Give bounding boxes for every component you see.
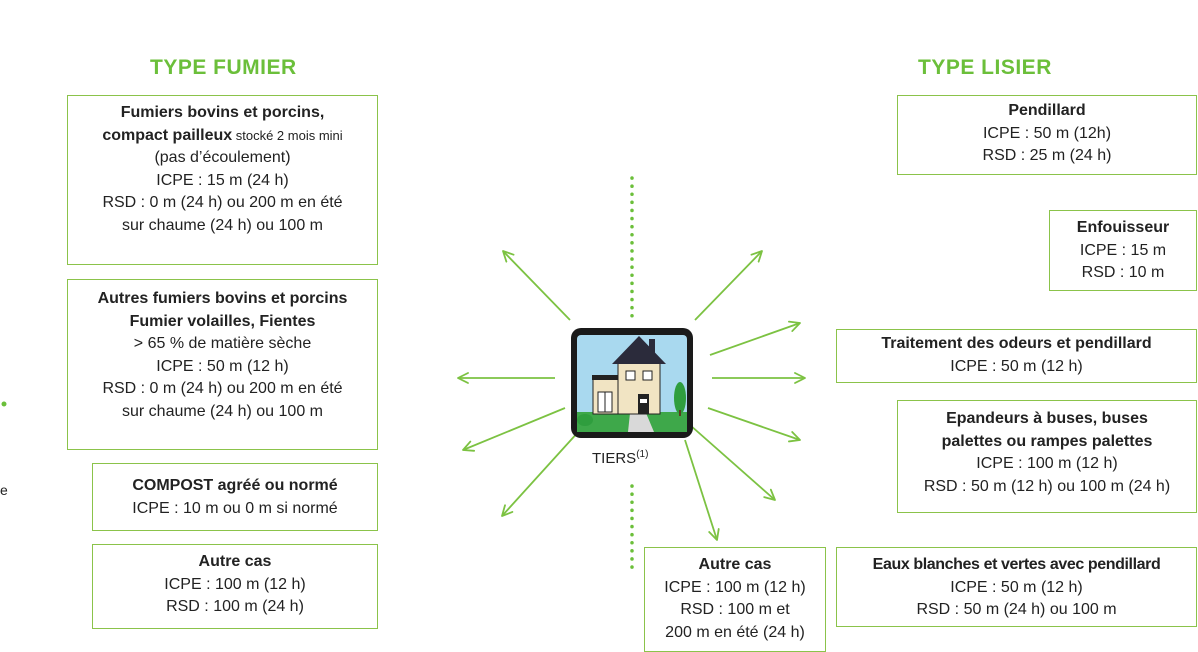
lisier-box1-line2: ICPE : 50 m (12h) — [982, 124, 1112, 142]
lisier-box4-title2: palettes ou rampes palettes — [941, 432, 1153, 450]
lisier-box2-line2: ICPE : 15 m — [1079, 241, 1167, 259]
fumier-box2-line6: sur chaume (24 h) ou 100 m — [122, 402, 323, 420]
fumier-box-compost: COMPOST agréé ou normé ICPE : 10 m ou 0 … — [92, 463, 378, 531]
lisier-box-enfouisseur: Enfouisseur ICPE : 15 m RSD : 10 m — [1049, 210, 1197, 291]
fumier-box-autres-fumiers: Autres fumiers bovins et porcins Fumier … — [67, 279, 378, 450]
heading-type-lisier: TYPE LISIER — [918, 56, 1052, 79]
arrow-right-upper — [709, 320, 801, 356]
lisier-box6-title: Autre cas — [698, 556, 772, 573]
fumier-box3-title: COMPOST agréé ou normé — [132, 477, 338, 494]
lisier-box6-line3: RSD : 100 m et — [680, 601, 790, 618]
arrow-down-left — [501, 429, 581, 517]
lisier-box4-line3: ICPE : 100 m (12 h) — [976, 455, 1118, 472]
fumier-box2-line5: RSD : 0 m (24 h) ou 200 m en été — [102, 380, 343, 397]
fumier-box1-line3: (pas d’écoulement) — [154, 149, 291, 166]
tiers-text: TIERS — [592, 450, 637, 467]
fumier-box1-title1: Fumiers bovins et porcins, — [120, 104, 325, 121]
fumier-box2-line4: ICPE : 50 m (12 h) — [156, 357, 289, 375]
arrow-down — [684, 439, 720, 541]
fumier-box1-line6: sur chaume (24 h) ou 100 m — [122, 216, 323, 234]
fumier-box1-line4: ICPE : 15 m (24 h) — [156, 171, 289, 189]
lisier-box1-title: Pendillard — [1008, 102, 1086, 119]
lisier-box-eaux-blanches: Eaux blanches et vertes avec pendillard … — [836, 547, 1197, 627]
arrow-down-left-mid — [462, 407, 566, 452]
lisier-box5-title: Eaux blanches et vertes avec pendillard — [872, 556, 1161, 573]
lisier-box2-line3: RSD : 10 m — [1081, 264, 1165, 281]
fumier-box-autre-cas: Autre cas ICPE : 100 m (12 h) RSD : 100 … — [92, 544, 378, 629]
fumier-box2-title2: Fumier volailles, Fientes — [129, 312, 316, 330]
heading-type-fumier: TYPE FUMIER — [150, 56, 297, 79]
fumier-box4-title: Autre cas — [198, 553, 272, 570]
fumier-box2-title1: Autres fumiers bovins et porcins — [97, 290, 348, 307]
edge-dot — [1, 401, 7, 407]
fumier-box1-line5: RSD : 0 m (24 h) ou 200 m en été — [102, 194, 343, 211]
lisier-box6-line4: 200 m en été (24 h) — [665, 623, 805, 641]
edge-text-fragment: e — [0, 482, 8, 498]
arrow-up-right — [694, 250, 763, 321]
house-icon — [571, 328, 693, 438]
tiers-footnote: (1) — [636, 449, 649, 460]
lisier-box4-title1: Epandeurs à buses, buses — [946, 410, 1148, 427]
lisier-box2-title: Enfouisseur — [1076, 219, 1170, 236]
lisier-box3-title: Traitement des odeurs et pendillard — [881, 335, 1152, 352]
lisier-box-pendillard: Pendillard ICPE : 50 m (12h) RSD : 25 m … — [897, 95, 1197, 175]
lisier-box-epandeurs: Epandeurs à buses, buses palettes ou ram… — [897, 400, 1197, 513]
fumier-box4-line2: ICPE : 100 m (12 h) — [164, 575, 306, 593]
lisier-box5-line3: RSD : 50 m (24 h) ou 100 m — [916, 601, 1117, 618]
fumier-box1-note: stocké 2 mois mini — [232, 127, 343, 143]
arrow-down-right — [689, 424, 776, 501]
lisier-box6-line2: ICPE : 100 m (12 h) — [664, 578, 806, 596]
lisier-box4-line4: RSD : 50 m (12 h) ou 100 m (24 h) — [923, 477, 1171, 495]
tiers-label: TIERS(1) — [592, 449, 648, 467]
lisier-box3-line2: ICPE : 50 m (12 h) — [950, 357, 1083, 375]
fumier-box4-line3: RSD : 100 m (24 h) — [166, 598, 304, 615]
lisier-box-autre-cas: Autre cas ICPE : 100 m (12 h) RSD : 100 … — [644, 547, 826, 652]
lisier-box1-line3: RSD : 25 m (24 h) — [982, 147, 1112, 164]
lisier-box5-line2: ICPE : 50 m (12 h) — [950, 578, 1083, 596]
fumier-box1-title2: compact pailleux — [102, 126, 233, 144]
fumier-box3-line2: ICPE : 10 m ou 0 m si normé — [132, 499, 338, 517]
fumier-box-compact-pailleux: Fumiers bovins et porcins, compact paill… — [67, 95, 378, 265]
lisier-box-traitement-odeurs: Traitement des odeurs et pendillard ICPE… — [836, 329, 1197, 383]
arrow-up-left — [502, 250, 571, 321]
arrow-right-lower — [707, 407, 801, 443]
fumier-box2-line3: > 65 % de matière sèche — [133, 335, 312, 352]
